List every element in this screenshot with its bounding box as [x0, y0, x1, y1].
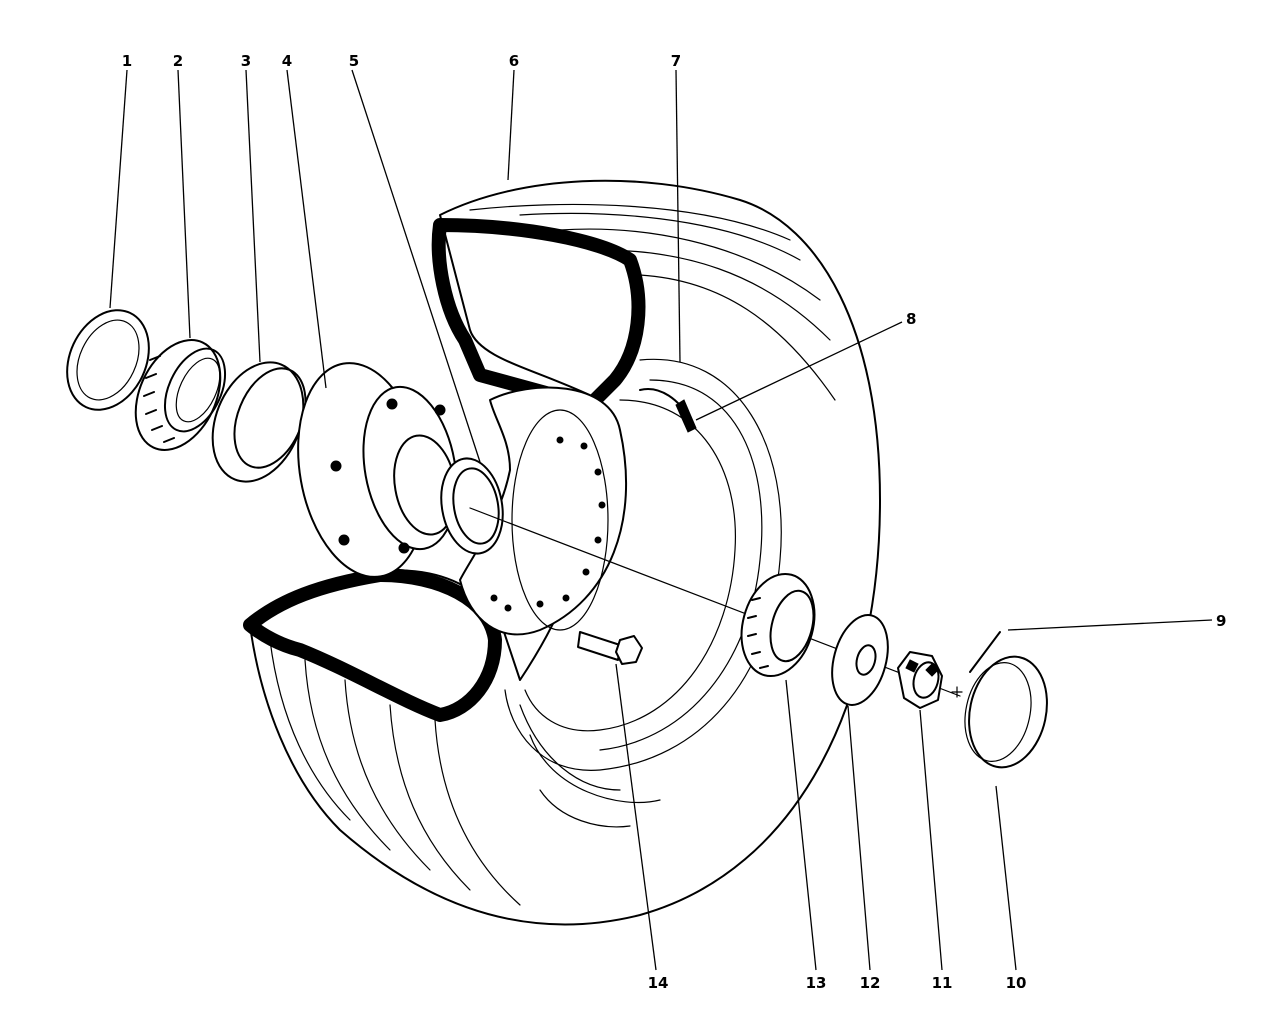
label-4: 4: [282, 52, 292, 70]
outer-bearing-cone-drawing: [740, 572, 816, 678]
leader-13: [785, 679, 817, 971]
leader-lines: [109, 69, 1213, 971]
leader-7: [675, 69, 681, 363]
wheel-bolt-drawing: [577, 631, 643, 665]
valve-stem-drawing: [639, 388, 697, 433]
label-3: 3: [241, 52, 251, 70]
label-8: 8: [906, 310, 916, 328]
outer-bearing-cup-drawing: [440, 457, 504, 555]
leader-10: [995, 785, 1017, 971]
cotter-pin-drawing: [951, 631, 1001, 698]
washer-drawing: [831, 614, 889, 706]
castle-nut-drawing: [897, 651, 943, 709]
seal-drawing: [66, 309, 150, 411]
wheel-drawing: [459, 386, 628, 636]
leader-2: [177, 69, 191, 339]
label-14: 14: [648, 974, 669, 992]
leader-3: [245, 69, 261, 363]
label-6: 6: [509, 52, 519, 70]
label-7: 7: [671, 52, 681, 70]
leader-9: [1007, 619, 1213, 631]
label-10: 10: [1006, 974, 1027, 992]
label-9: 9: [1216, 612, 1226, 630]
leader-12: [847, 705, 871, 971]
leader-8: [695, 321, 903, 421]
leader-6: [507, 69, 515, 181]
label-5: 5: [349, 52, 359, 70]
label-1: 1: [122, 52, 132, 70]
tire-drawing: [243, 179, 881, 926]
leader-4: [286, 69, 327, 389]
hub-drawing: [297, 362, 458, 578]
label-12: 12: [860, 974, 881, 992]
hub-cap-drawing: [964, 655, 1048, 769]
leader-5: [351, 69, 481, 463]
leader-14: [615, 663, 657, 971]
part-labels: 1 2 3 4 5 6 7 8 9 10 11 12 13 14: [122, 52, 1227, 992]
inner-bearing-cup-drawing: [211, 361, 307, 483]
leader-11: [919, 709, 943, 971]
leader-1: [109, 69, 128, 309]
label-2: 2: [173, 52, 183, 70]
label-13: 13: [806, 974, 827, 992]
label-11: 11: [932, 974, 953, 992]
inner-bearing-cone-drawing: [134, 339, 227, 451]
